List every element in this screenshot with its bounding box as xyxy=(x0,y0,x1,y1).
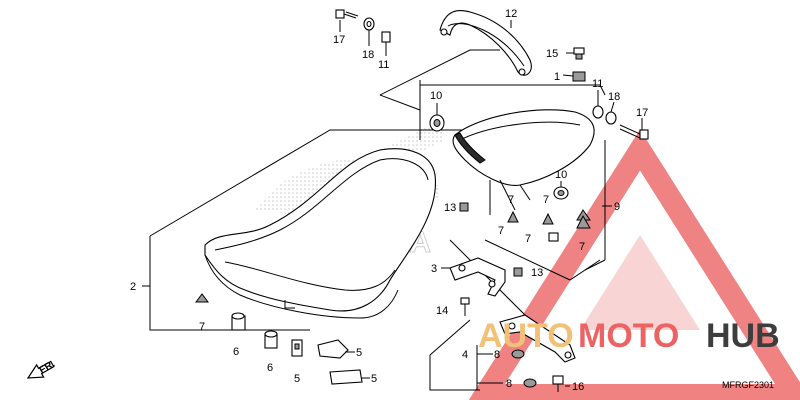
callout-7-d: 7 xyxy=(579,241,585,253)
front-arrow-label: FR. xyxy=(38,359,58,377)
washer-18a[interactable] xyxy=(363,17,375,31)
cushion-8a[interactable] xyxy=(511,349,525,359)
nut-13a[interactable] xyxy=(459,202,469,212)
callout-5-a: 5 xyxy=(294,373,300,385)
callout-12: 12 xyxy=(505,8,517,20)
callout-4: 4 xyxy=(462,349,468,361)
bolt-17b[interactable] xyxy=(619,124,649,140)
leader-lines xyxy=(142,20,643,390)
spacer-6b[interactable] xyxy=(264,330,278,349)
rear-bracket[interactable] xyxy=(499,314,576,363)
callout-10-top: 10 xyxy=(430,90,442,102)
cushion-7f[interactable] xyxy=(195,293,209,303)
bolt-15[interactable] xyxy=(573,47,585,60)
seat-bracket[interactable] xyxy=(449,257,506,297)
figure-code: MFRGF2301 xyxy=(722,380,774,390)
callout-2: 2 xyxy=(130,281,136,293)
watermark-moto: MOTO xyxy=(578,317,679,355)
cushion-7a[interactable] xyxy=(507,210,519,223)
assembly-boundary-lines xyxy=(149,49,606,391)
autmotohub-triangle-logo xyxy=(468,129,800,400)
callout-1: 1 xyxy=(554,71,560,83)
callout-18-top-left: 18 xyxy=(362,49,374,61)
callout-7-left: 7 xyxy=(199,321,205,333)
washer-18b[interactable] xyxy=(605,111,617,125)
passenger-seat[interactable] xyxy=(452,109,595,211)
callout-14: 14 xyxy=(436,305,448,317)
bolt-14[interactable] xyxy=(460,297,470,316)
cushion-7c[interactable] xyxy=(548,232,559,242)
callout-10-right: 10 xyxy=(555,169,567,181)
callout-16: 16 xyxy=(572,381,584,393)
callout-8-b: 8 xyxy=(506,378,512,390)
callout-8-a: 8 xyxy=(494,349,500,361)
collar-11a[interactable] xyxy=(381,31,391,43)
callout-5-b: 5 xyxy=(356,347,362,359)
main-seat[interactable] xyxy=(204,148,437,319)
callout-7-c: 7 xyxy=(525,233,531,245)
callout-17-top-left: 17 xyxy=(333,34,345,46)
callout-9: 9 xyxy=(614,201,620,213)
callout-15: 15 xyxy=(546,48,558,60)
callout-13-right: 13 xyxy=(531,267,543,279)
front-arrow-icon xyxy=(26,360,55,379)
nut-13b[interactable] xyxy=(513,267,523,277)
grab-strap[interactable] xyxy=(439,10,532,76)
bolt-17a[interactable] xyxy=(335,9,359,19)
clip-5a[interactable] xyxy=(291,339,303,357)
callout-5-c: 5 xyxy=(371,373,377,385)
pad-5b[interactable] xyxy=(317,339,349,359)
collar-11b[interactable] xyxy=(592,105,604,119)
pad-5c[interactable] xyxy=(329,369,363,385)
nut-10a[interactable] xyxy=(429,114,445,132)
bolt-16[interactable] xyxy=(552,375,564,392)
callout-6-b: 6 xyxy=(267,362,273,374)
spacer-6a[interactable] xyxy=(231,312,246,331)
callout-7-b: 7 xyxy=(543,194,549,206)
callout-7-a: 7 xyxy=(508,194,514,206)
callout-7-e: 7 xyxy=(498,225,504,237)
callout-11-top-left: 11 xyxy=(378,59,389,71)
cushion-7b[interactable] xyxy=(542,212,554,225)
callout-18-right: 18 xyxy=(608,91,620,103)
callout-13-left: 13 xyxy=(444,202,456,214)
nut-10b[interactable] xyxy=(553,186,569,200)
callout-17-right: 17 xyxy=(636,107,648,119)
cushion-7d[interactable] xyxy=(576,214,591,229)
callout-3: 3 xyxy=(431,263,437,275)
callout-11-right: 11 xyxy=(592,78,603,90)
watermark-hub: HUB xyxy=(706,317,780,355)
watermark-auto: AUTO xyxy=(478,317,574,355)
grommet-1[interactable] xyxy=(572,71,586,82)
cushion-8b[interactable] xyxy=(523,378,537,388)
callout-6-a: 6 xyxy=(233,346,239,358)
